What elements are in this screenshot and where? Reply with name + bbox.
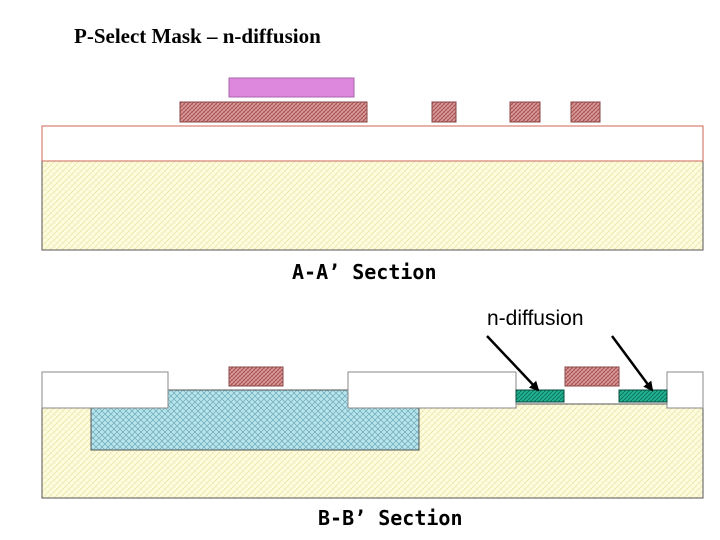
- oxide-layer-a: [41, 125, 704, 162]
- oxide-block-b-3: [666, 371, 704, 409]
- oxide-block-b-2: [347, 371, 517, 409]
- section-a-caption: A-A’ Section: [292, 260, 437, 284]
- page-title: P-Select Mask – n-diffusion: [74, 24, 321, 48]
- n-diffusion-label: n-diffusion: [487, 307, 584, 330]
- poly-gate-a-3: [509, 101, 541, 123]
- arrow-n-diffusion-1: [486, 335, 540, 392]
- oxide-block-b-1: [41, 371, 169, 409]
- section-a: [41, 77, 704, 251]
- poly-gate-b-1: [228, 366, 284, 387]
- poly-gate-a-2: [431, 101, 457, 123]
- section-b: [41, 366, 704, 499]
- substrate-a: [41, 159, 704, 251]
- n-diffusion-region-1: [515, 389, 565, 403]
- poly-gate-a-4: [570, 101, 601, 123]
- poly-gate-a-1: [179, 101, 368, 123]
- section-b-caption: B-B’ Section: [318, 506, 463, 530]
- arrow-n-diffusion-2: [610, 335, 654, 392]
- n-diffusion-region-2: [618, 389, 668, 403]
- photoresist-a: [228, 77, 355, 98]
- poly-gate-b-2: [564, 366, 620, 387]
